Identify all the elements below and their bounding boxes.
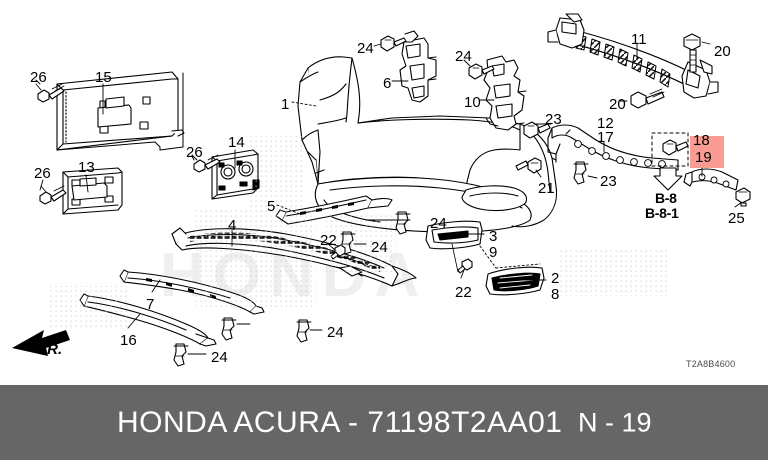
footer-content: HONDA ACURA - 71198T2AA01 N - 19	[0, 385, 768, 460]
callout-8[interactable]: 8	[551, 286, 560, 303]
callout-19[interactable]: 19	[695, 149, 712, 166]
callout-14[interactable]: 14	[228, 134, 245, 151]
callout-24[interactable]: 24	[430, 215, 447, 232]
callout-7[interactable]: 7	[146, 296, 155, 313]
parts-diagram-canvas: HONDA	[12, 13, 751, 369]
callout-22[interactable]: 22	[320, 232, 337, 249]
callout-3[interactable]: 3	[489, 228, 498, 245]
callout-24[interactable]: 24	[371, 239, 388, 256]
callout-24[interactable]: 24	[357, 40, 374, 57]
callout-4[interactable]: 4	[228, 217, 237, 234]
drawing-code-watermark: T2A8B4600	[686, 359, 736, 369]
callout-20[interactable]: 20	[609, 96, 626, 113]
callout-24[interactable]: 24	[455, 48, 472, 65]
footer-bar: HONDA ACURA - 71198T2AA01 N - 19	[0, 385, 768, 460]
callout-23[interactable]: 23	[600, 173, 617, 190]
callout-1[interactable]: 1	[281, 96, 290, 113]
reference-b8[interactable]: B-8	[655, 190, 677, 206]
callout-15[interactable]: 15	[95, 69, 112, 86]
callout-26[interactable]: 26	[34, 165, 51, 182]
callout-10[interactable]: 10	[464, 94, 481, 111]
callout-18[interactable]: 18	[693, 132, 710, 149]
footer-page-number: N - 19	[578, 407, 652, 437]
callout-6[interactable]: 6	[383, 75, 392, 92]
callout-5[interactable]: 5	[267, 198, 276, 215]
callout-9[interactable]: 9	[489, 244, 498, 261]
callout-26[interactable]: 26	[30, 69, 47, 86]
callout-16[interactable]: 16	[120, 332, 137, 349]
exploded-view-linework	[12, 13, 751, 367]
callout-17[interactable]: 17	[597, 129, 614, 146]
callout-25[interactable]: 25	[728, 210, 745, 227]
footer-part-title: HONDA ACURA - 71198T2AA01	[117, 405, 563, 439]
callout-26[interactable]: 26	[186, 144, 203, 161]
callout-22[interactable]: 22	[455, 284, 472, 301]
callout-11[interactable]: 11	[631, 31, 647, 48]
callout-24[interactable]: 24	[327, 324, 344, 341]
callout-20[interactable]: 20	[714, 43, 731, 60]
callout-13[interactable]: 13	[78, 159, 95, 176]
callout-23[interactable]: 23	[545, 111, 562, 128]
callout-2[interactable]: 2	[551, 270, 560, 287]
selected-part-highlight[interactable]	[690, 136, 724, 168]
callout-24[interactable]: 24	[211, 349, 228, 366]
front-direction-label: FR.	[38, 341, 63, 358]
reference-b8-1[interactable]: B-8-1	[645, 205, 679, 221]
callout-12[interactable]: 12	[597, 115, 614, 132]
callout-21[interactable]: 21	[538, 180, 555, 197]
